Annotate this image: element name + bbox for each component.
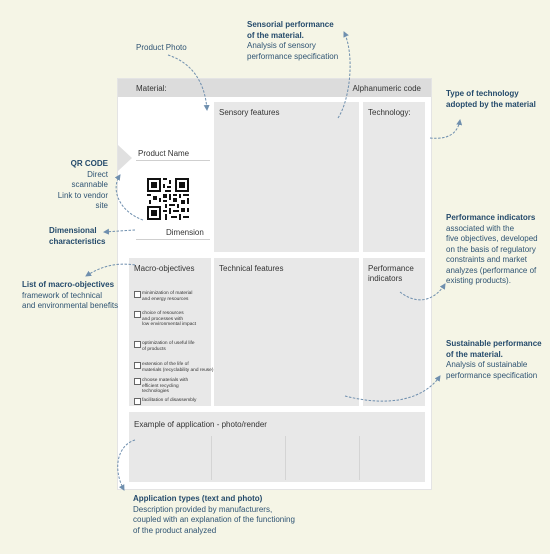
performance-indicators-title: Performance indicators xyxy=(368,264,414,283)
product-name-label: Product Name xyxy=(138,149,190,158)
product-photo-area xyxy=(118,97,212,147)
technical-features-panel: Technical features xyxy=(214,258,359,406)
technology-arrow xyxy=(429,119,463,139)
dimensional-annotation: Dimensional characteristics xyxy=(49,226,106,246)
macro-objectives-title: Macro-objectives xyxy=(134,264,195,273)
checkbox[interactable] xyxy=(134,398,141,405)
divider xyxy=(211,436,212,480)
dimension-label: Dimension xyxy=(166,228,204,237)
performance-annotation: Performance indicators associated with t… xyxy=(446,213,538,285)
performance-arrow xyxy=(399,283,446,301)
technology-title: Technology: xyxy=(368,108,411,117)
checkbox[interactable] xyxy=(134,291,141,298)
alphanumeric-code-label: Alphanumeric code xyxy=(352,84,421,93)
card-header: Material: Alphanumeric code xyxy=(118,79,431,97)
qr-code-annotation: QR CODE Direct scannable Link to vendor … xyxy=(57,159,108,210)
application-arrow xyxy=(117,439,136,491)
product-name-marker xyxy=(118,145,132,171)
application-types-annotation: Application types (text and photo) Descr… xyxy=(133,494,295,535)
checkbox[interactable] xyxy=(134,341,141,348)
technology-annotation: Type of technology adopted by the materi… xyxy=(446,89,536,109)
divider xyxy=(359,436,360,480)
divider xyxy=(136,239,210,240)
performance-indicators-panel: Performance indicators xyxy=(363,258,425,406)
checkbox[interactable] xyxy=(134,311,141,318)
sensory-features-title: Sensory features xyxy=(219,108,280,117)
qr-code-arrow xyxy=(114,174,144,221)
product-photo-annotation: Product Photo xyxy=(136,43,187,52)
dimensional-arrow xyxy=(103,228,136,235)
qr-code-icon xyxy=(147,178,189,220)
sensory-features-panel: Sensory features xyxy=(214,102,359,252)
macro-objectives-panel: Macro-objectives minimization of materia… xyxy=(129,258,213,406)
sustainable-arrow xyxy=(344,375,441,402)
divider xyxy=(136,160,210,161)
technology-panel: Technology: xyxy=(363,102,425,252)
macro-list-arrow xyxy=(85,263,136,277)
sensorial-arrow xyxy=(337,31,351,119)
sensorial-annotation: Sensorial performance of the material. A… xyxy=(247,20,339,61)
material-label: Material: xyxy=(136,84,167,93)
material-card: Material: Alphanumeric code Product Name… xyxy=(118,79,431,489)
divider xyxy=(285,436,286,480)
application-example-title: Example of application - photo/render xyxy=(134,420,267,429)
checkbox[interactable] xyxy=(134,378,141,385)
sustainable-annotation: Sustainable performance of the material.… xyxy=(446,339,542,380)
application-example-panel: Example of application - photo/render xyxy=(129,412,425,482)
macro-list-annotation: List of macro-objectives framework of te… xyxy=(22,280,119,310)
technical-features-title: Technical features xyxy=(219,264,284,273)
product-photo-arrow xyxy=(167,54,210,111)
checkbox[interactable] xyxy=(134,362,141,369)
